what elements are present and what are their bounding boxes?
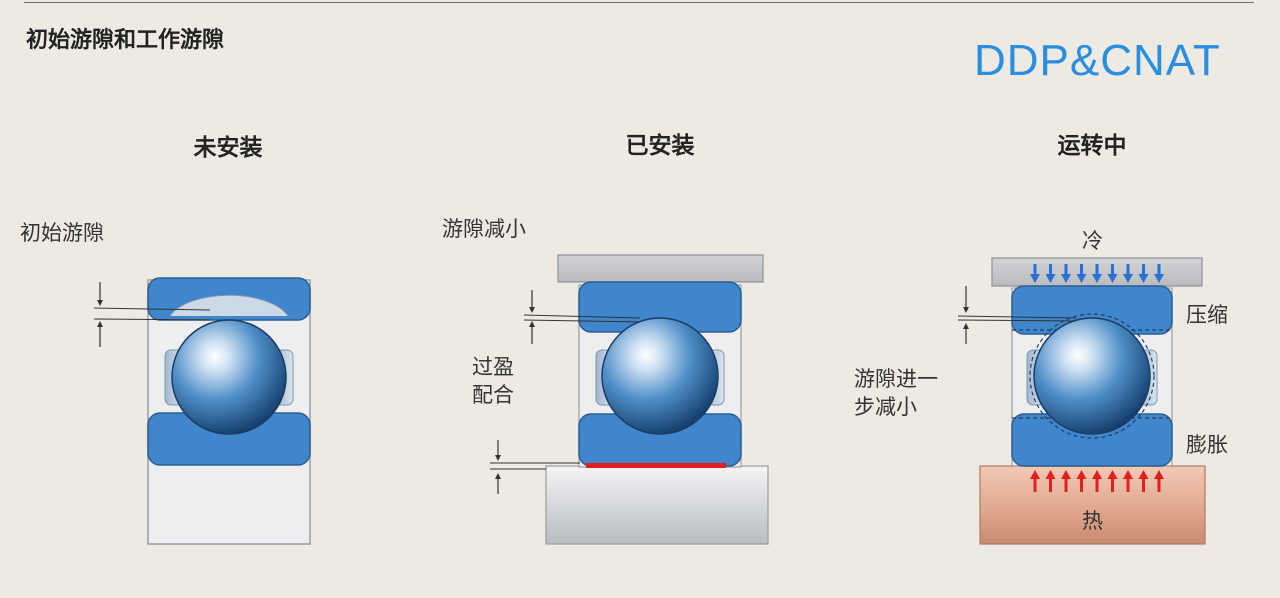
housing — [557, 254, 764, 283]
label-expand: 膨胀 — [1186, 433, 1228, 457]
cold-arrow — [1107, 264, 1118, 283]
raceway-gap — [169, 294, 289, 317]
ball — [1033, 317, 1151, 435]
label-fit-2: 配合 — [472, 383, 514, 407]
label-reduced-clearance: 游隙减小 — [442, 217, 526, 241]
brand-watermark: DDP&CNAT — [974, 36, 1221, 85]
clearance-line-bottom — [93, 318, 211, 321]
label-further-clearance-2: 步减小 — [854, 395, 917, 419]
panel-running — [957, 257, 1206, 545]
heat-arrow — [1092, 470, 1102, 492]
ball — [171, 319, 287, 435]
panel-mounted — [490, 254, 769, 545]
shaft — [545, 465, 769, 545]
heat-arrow — [1123, 470, 1133, 492]
clearance-line-bottom — [523, 319, 641, 323]
clearance-line-top — [523, 314, 641, 319]
panel-title-mounted: 已安装 — [625, 133, 695, 159]
label-fit-1: 过盈 — [472, 355, 514, 379]
cold-arrow — [1045, 264, 1056, 283]
clearance-line-bottom — [957, 319, 1077, 322]
heat-arrow — [1107, 470, 1118, 492]
clearance-line-top — [957, 315, 1077, 319]
label-further-clearance-1: 游隙进一 — [854, 367, 938, 391]
heat-arrows — [1030, 470, 1164, 492]
heat-arrow — [1061, 470, 1071, 492]
panel-title-unmounted: 未安装 — [193, 135, 263, 161]
heat-arrow — [1076, 470, 1087, 492]
clearance-line-top — [93, 307, 211, 311]
label-cold: 冷 — [1082, 229, 1103, 253]
top-divider — [24, 2, 1254, 3]
cold-arrow — [1154, 264, 1164, 283]
cold-arrow — [1061, 264, 1071, 283]
heat-arrow — [1030, 470, 1040, 492]
ball — [601, 317, 719, 435]
cold-arrow — [1030, 264, 1040, 283]
label-compress: 压缩 — [1186, 303, 1228, 327]
ball-outline-dash — [1029, 313, 1155, 439]
cold-arrow — [1123, 264, 1133, 283]
heat-arrow — [1045, 470, 1056, 492]
page-title: 初始游隙和工作游隙 — [26, 28, 225, 53]
label-heat: 热 — [1082, 509, 1103, 533]
cold-arrow — [1092, 264, 1102, 283]
heat-arrow — [1154, 470, 1164, 492]
interference-band — [586, 463, 726, 468]
panel-title-running: 运转中 — [1057, 133, 1127, 159]
cold-arrows — [1030, 264, 1164, 283]
cold-arrow — [1076, 264, 1087, 283]
panel-unmounted — [93, 277, 311, 545]
heat-arrow — [1138, 470, 1149, 492]
cold-arrow — [1138, 264, 1149, 283]
label-initial-clearance: 初始游隙 — [20, 221, 104, 245]
